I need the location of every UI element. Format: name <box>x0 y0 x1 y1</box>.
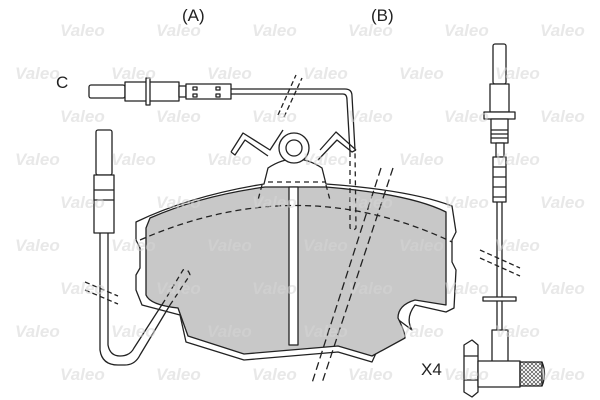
watermark-text: Valeo <box>303 64 348 83</box>
watermark-text: Valeo <box>60 365 105 384</box>
watermark-text: Valeo <box>540 21 585 40</box>
label-c: C <box>56 73 69 92</box>
watermark-text: Valeo <box>444 107 489 126</box>
pad-slot <box>288 186 299 346</box>
watermark-text: Valeo <box>540 107 585 126</box>
watermark-text: Valeo <box>540 193 585 212</box>
watermark-text: Valeo <box>156 365 201 384</box>
bolt <box>463 339 546 398</box>
watermark-text: Valeo <box>540 279 585 298</box>
watermark-text: Valeo <box>156 107 201 126</box>
watermark-text: Valeo <box>252 21 297 40</box>
break-mark <box>311 167 394 384</box>
pin-ring <box>278 132 310 164</box>
watermark-text: Valeo <box>444 279 489 298</box>
wear-line <box>139 204 453 243</box>
label-b: (B) <box>371 6 394 25</box>
break-mark <box>84 281 119 305</box>
watermark-text: Valeo <box>348 107 393 126</box>
watermark-text: Valeo <box>252 365 297 384</box>
pin-hole <box>285 139 303 157</box>
watermark-text: Valeo <box>15 64 60 83</box>
break-mark <box>277 74 303 118</box>
watermark-text: Valeo <box>15 322 60 341</box>
watermark-text: Valeo <box>207 64 252 83</box>
watermark-text: Valeo <box>207 150 252 169</box>
sensor-b <box>482 43 517 379</box>
watermark-text: Valeo <box>540 365 585 384</box>
watermark-text: Valeo <box>348 365 393 384</box>
watermark-text: Valeo <box>444 21 489 40</box>
watermark-text: Valeo <box>15 236 60 255</box>
spring-clip <box>230 129 357 161</box>
watermark-text: Valeo <box>15 150 60 169</box>
watermark-text: Valeo <box>252 107 297 126</box>
watermark-text: Valeo <box>60 279 105 298</box>
watermark-text: Valeo <box>399 64 444 83</box>
label-a: (A) <box>182 6 205 25</box>
sensor-c <box>88 77 357 231</box>
watermark-text: Valeo <box>444 193 489 212</box>
watermark-text: Valeo <box>60 107 105 126</box>
break-mark <box>479 249 521 277</box>
tab-dashed-line <box>257 181 331 201</box>
sensor-a <box>93 129 191 366</box>
quantity-label: X4 <box>421 360 442 379</box>
watermark-text: Valeo <box>60 21 105 40</box>
watermark-text: Valeo <box>399 150 444 169</box>
watermark-text: Valeo <box>111 150 156 169</box>
